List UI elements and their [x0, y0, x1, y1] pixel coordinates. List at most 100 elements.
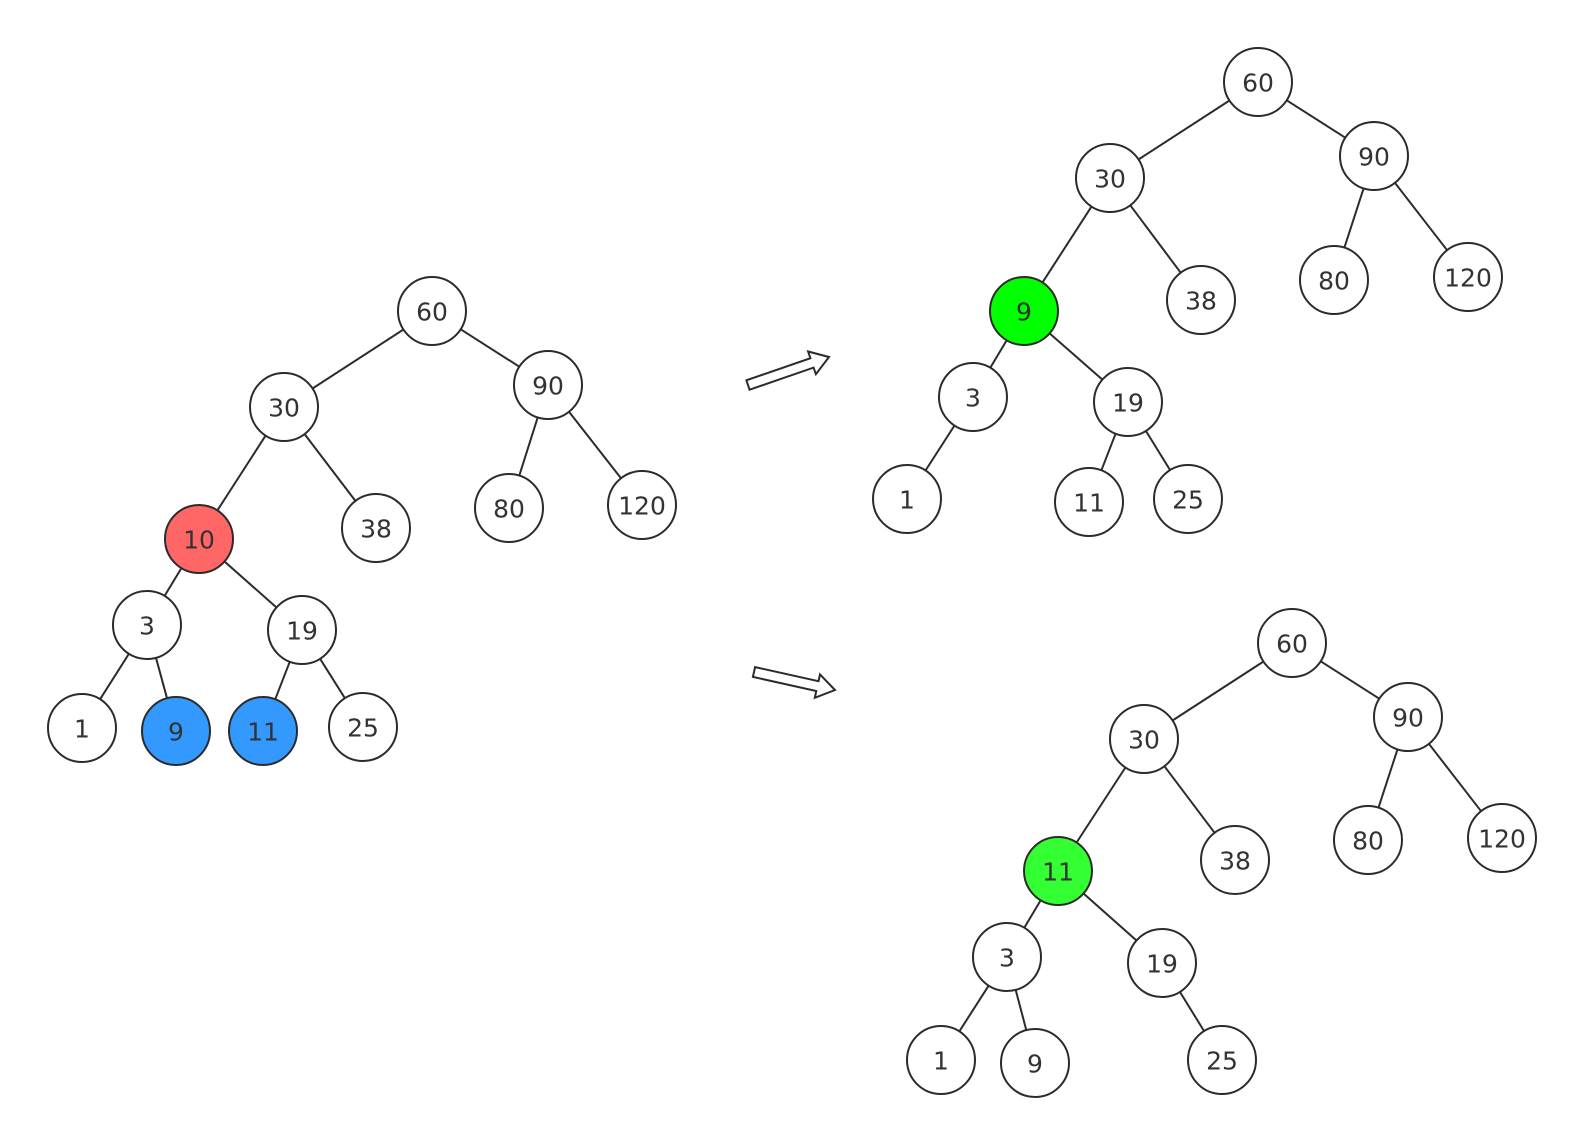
- node-circle-default: [1127, 928, 1197, 998]
- edge-predecessor-result-n90-n120: [1394, 182, 1448, 251]
- node-label: 30: [1128, 726, 1160, 755]
- edge-successor-result-n30-n38: [1163, 765, 1216, 834]
- tree-node-original-n19: 19: [267, 595, 337, 665]
- node-circle-default: [341, 493, 411, 563]
- edge-original-n90-n80: [518, 417, 539, 476]
- node-label: 11: [1042, 858, 1074, 887]
- node-label: 30: [1094, 165, 1126, 194]
- arrows-layer: [745, 350, 837, 700]
- node-label: 90: [1392, 704, 1424, 733]
- edge-successor-result-n19-n25: [1179, 991, 1205, 1032]
- edge-original-n3-n9: [155, 657, 168, 699]
- node-circle-default: [872, 464, 942, 534]
- node-label: 25: [1206, 1047, 1238, 1076]
- edge-original-n10-n19: [223, 560, 278, 609]
- tree-node-original-n30: 30: [249, 372, 319, 442]
- tree-node-successor-result-n1: 1: [906, 1025, 976, 1095]
- node-circle-default: [1000, 1028, 1070, 1098]
- edge-original-n19-n11: [274, 661, 291, 700]
- edge-successor-result-n11-n19: [1082, 892, 1138, 942]
- tree-node-predecessor-result-n120: 120: [1433, 242, 1503, 312]
- edge-original-n60-n90: [460, 328, 520, 368]
- tree-node-successor-result-n80: 80: [1333, 805, 1403, 875]
- node-circle-default: [112, 590, 182, 660]
- node-label: 1: [74, 715, 90, 744]
- node-label: 11: [247, 718, 279, 747]
- edge-predecessor-result-n60-n90: [1286, 99, 1346, 139]
- node-circle-default: [906, 1025, 976, 1095]
- edge-successor-result-n30-n11: [1075, 766, 1127, 844]
- tree-node-predecessor-result-n25: 25: [1153, 464, 1223, 534]
- edge-successor-result-n3-n9: [1014, 989, 1028, 1031]
- edge-original-n10-n3: [163, 567, 183, 597]
- node-label: 19: [286, 617, 318, 646]
- tree-node-successor-result-n9: 9: [1000, 1028, 1070, 1098]
- tree-node-original-n1: 1: [47, 693, 117, 763]
- tree-node-predecessor-result-n1: 1: [872, 464, 942, 534]
- node-circle-default: [1109, 704, 1179, 774]
- tree-node-predecessor-result-n90: 90: [1339, 121, 1409, 191]
- tree-node-predecessor-result-n30: 30: [1075, 143, 1145, 213]
- node-circle-default: [1187, 1025, 1257, 1095]
- node-circle-default: [607, 470, 677, 540]
- arrow-to-successor: [751, 665, 837, 700]
- tree-node-original-n60: 60: [397, 276, 467, 346]
- node-circle-default: [1373, 682, 1443, 752]
- tree-node-predecessor-result-n60: 60: [1223, 47, 1293, 117]
- edge-predecessor-result-n3-n1: [924, 424, 956, 472]
- edge-predecessor-result-n30-n9: [1041, 206, 1093, 283]
- edge-predecessor-result-n30-n38: [1129, 204, 1182, 274]
- node-label: 19: [1146, 950, 1178, 979]
- edge-original-n60-n30: [311, 328, 405, 390]
- tree-node-original-n9: 9: [141, 696, 211, 766]
- node-circle-default: [1200, 825, 1270, 895]
- node-label: 120: [618, 492, 666, 521]
- node-circle-default: [938, 362, 1008, 432]
- edge-successor-result-n90-n120: [1428, 743, 1482, 812]
- node-circle-default: [1223, 47, 1293, 117]
- node-circle-default: [474, 473, 544, 543]
- arrow-to-predecessor: [745, 350, 831, 391]
- node-circle-default: [1339, 121, 1409, 191]
- tree-node-original-n11: 11: [228, 696, 298, 766]
- node-label: 38: [360, 515, 392, 544]
- node-label: 80: [493, 495, 525, 524]
- node-circle-default: [1054, 467, 1124, 537]
- node-circle-default: [1333, 805, 1403, 875]
- edge-predecessor-result-n19-n11: [1100, 433, 1117, 471]
- node-circle-candidate: [141, 696, 211, 766]
- node-label: 9: [1016, 298, 1032, 327]
- edge-predecessor-result-n9-n19: [1048, 332, 1104, 381]
- tree-node-successor-result-n90: 90: [1373, 682, 1443, 752]
- tree-node-successor-result-n30: 30: [1109, 704, 1179, 774]
- node-label: 90: [532, 372, 564, 401]
- tree-node-original-n3: 3: [112, 590, 182, 660]
- node-label: 38: [1185, 287, 1217, 316]
- node-label: 11: [1073, 489, 1105, 518]
- tree-node-successor-result-n120: 120: [1467, 803, 1537, 873]
- node-label: 1: [933, 1047, 949, 1076]
- node-circle-candidate: [228, 696, 298, 766]
- node-label: 1: [899, 486, 915, 515]
- tree-node-predecessor-result-n9: 9: [989, 276, 1059, 346]
- edge-original-n90-n120: [568, 411, 622, 479]
- tree-node-original-n10: 10: [164, 504, 234, 574]
- node-label: 25: [347, 714, 379, 743]
- node-circle-default: [328, 692, 398, 762]
- edge-successor-result-n11-n3: [1023, 899, 1042, 929]
- node-label: 60: [1242, 69, 1274, 98]
- tree-node-predecessor-result-n19: 19: [1093, 367, 1163, 437]
- node-circle-default: [1299, 245, 1369, 315]
- node-circle-default: [397, 276, 467, 346]
- node-circle-replacement_successor: [1023, 836, 1093, 906]
- edge-predecessor-result-n90-n80: [1343, 188, 1365, 248]
- node-circle-deleted: [164, 504, 234, 574]
- tree-node-successor-result-n25: 25: [1187, 1025, 1257, 1095]
- node-circle-default: [1257, 608, 1327, 678]
- node-label: 25: [1172, 486, 1204, 515]
- tree-node-successor-result-n38: 38: [1200, 825, 1270, 895]
- tree-node-original-n80: 80: [474, 473, 544, 543]
- node-circle-default: [1433, 242, 1503, 312]
